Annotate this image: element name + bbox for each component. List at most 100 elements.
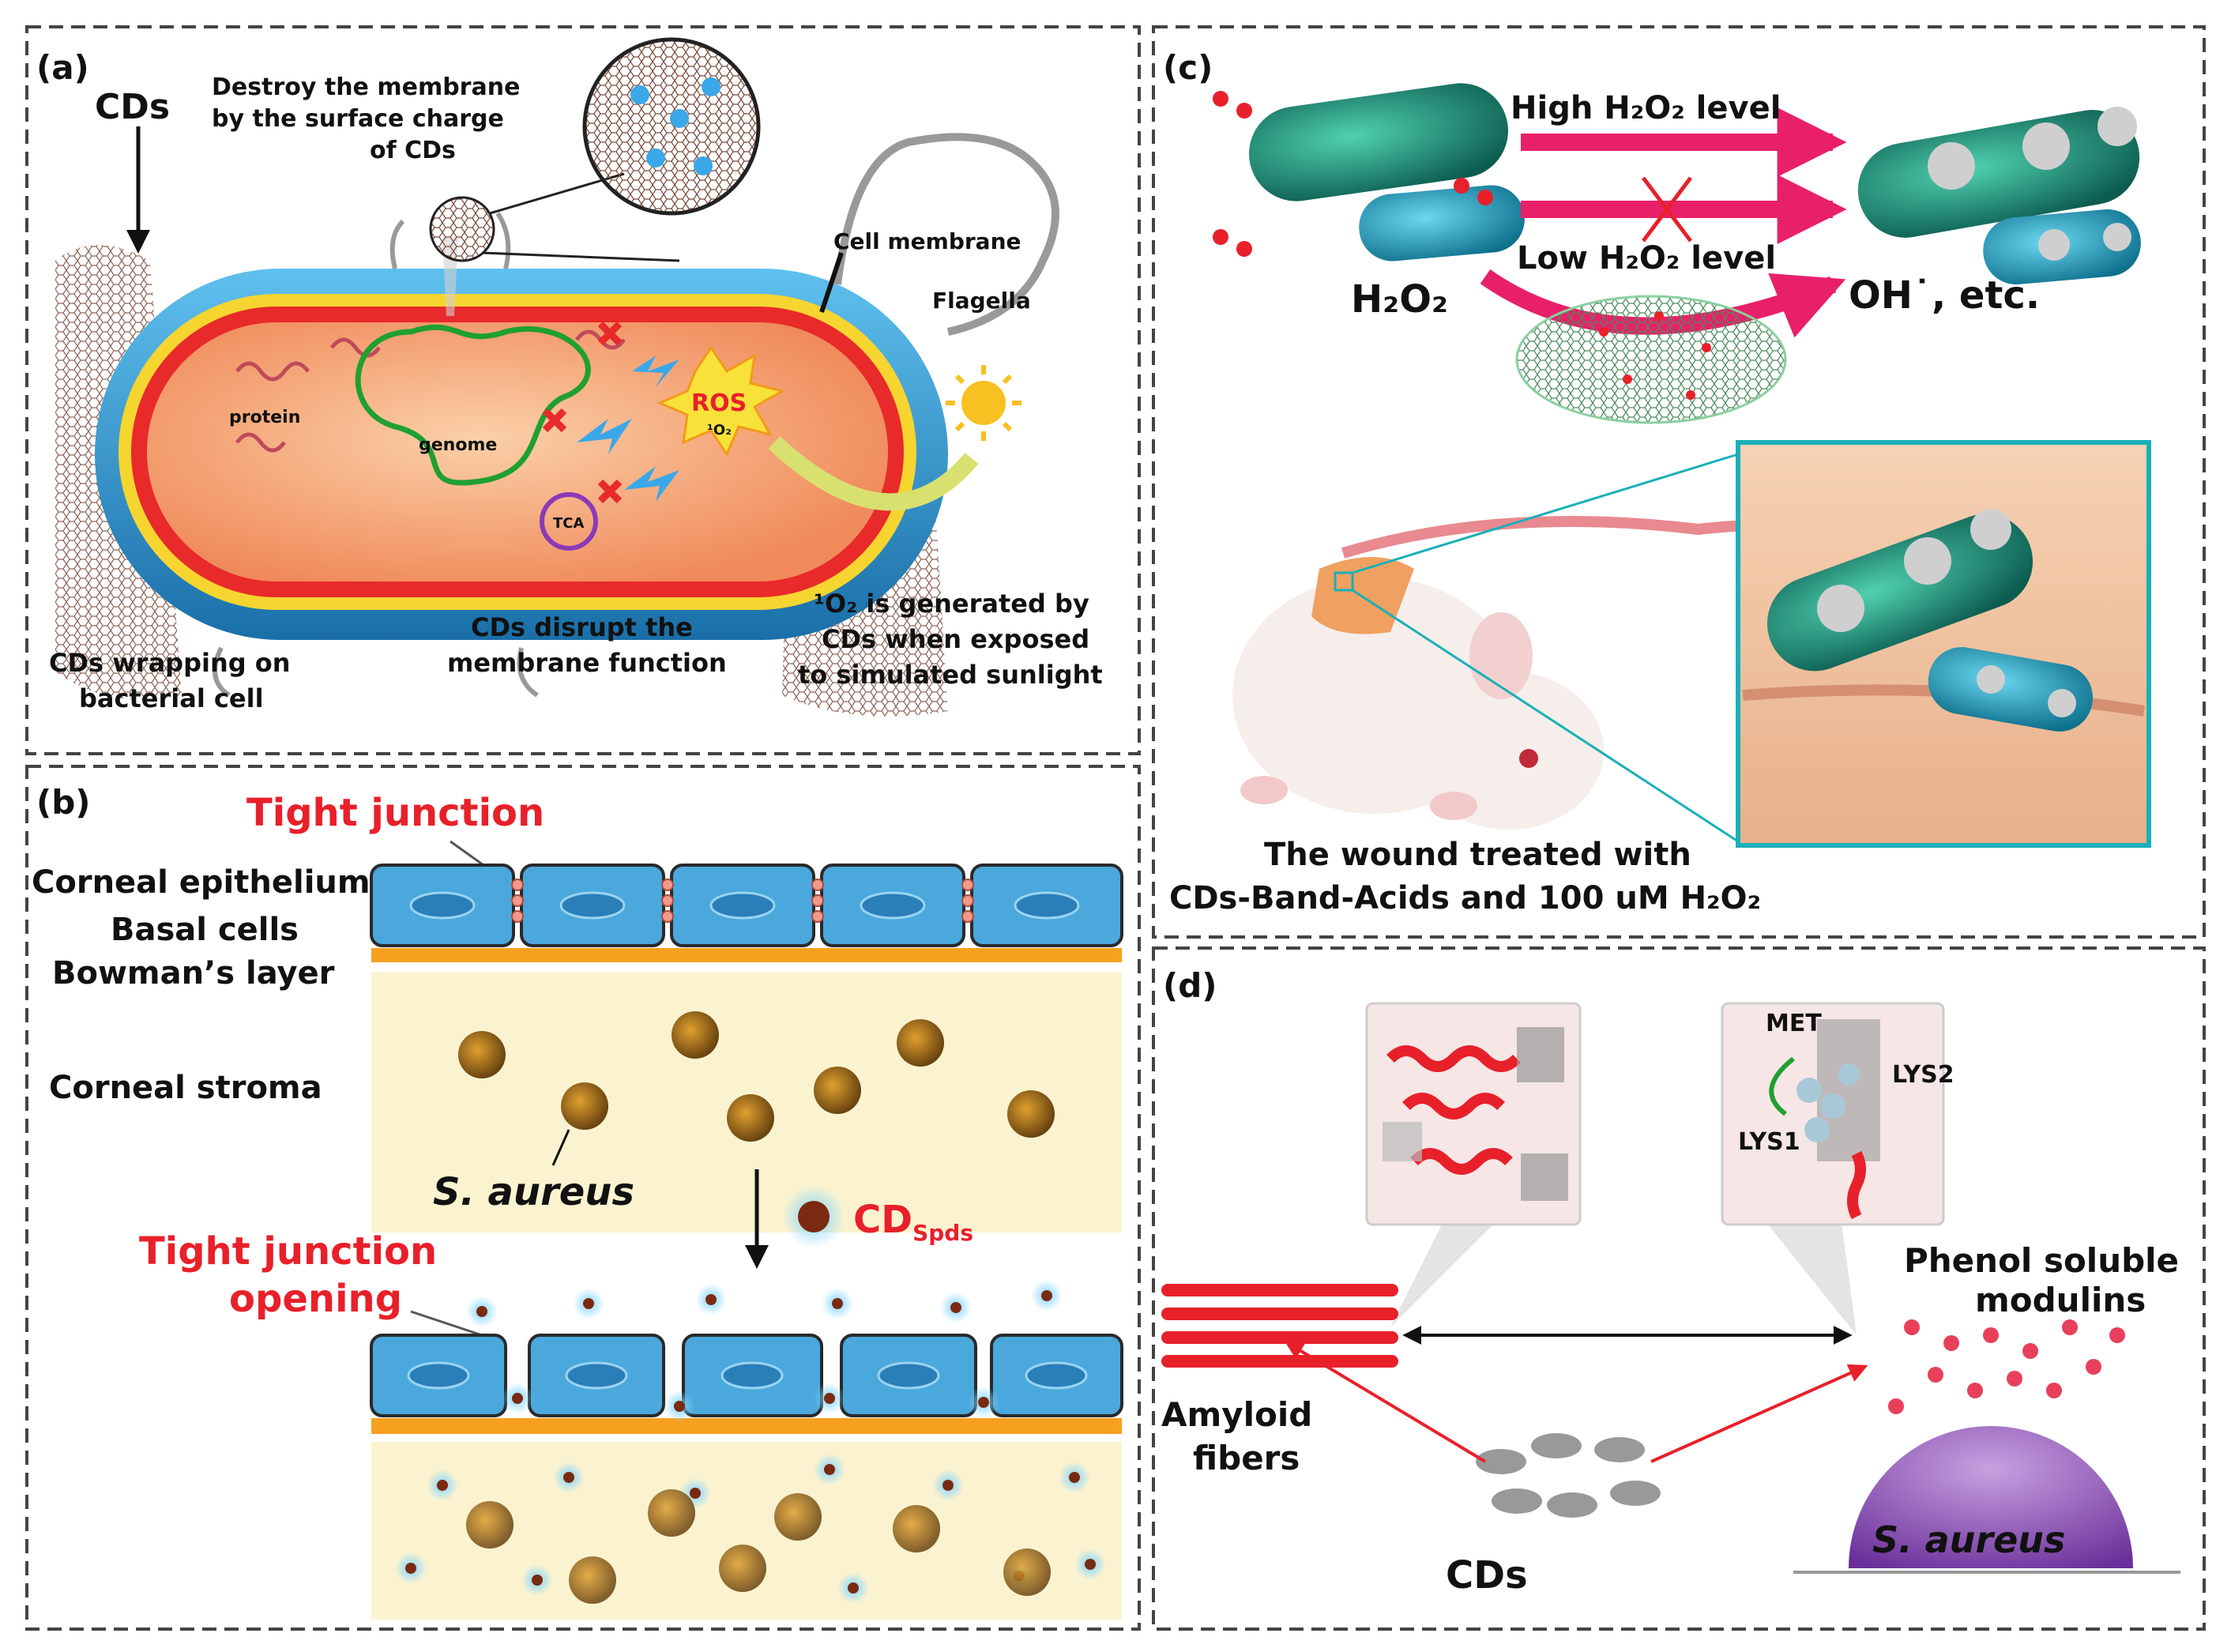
binding-loop <box>1769 1056 1795 1116</box>
corneal-epithelium-label: Corneal epithelium <box>32 864 371 901</box>
zoom-line-top <box>1352 453 1739 574</box>
tca-cycle-icon <box>540 492 598 551</box>
panel-d: (d) MET LYS2 LYS1 <box>1161 966 2180 1597</box>
wound-text-2: CDs-Band-Acids and 100 uM H₂O₂ <box>1169 880 1761 916</box>
panel-b: (b) Tight junction <box>32 783 1123 1620</box>
epithelium-cells-top <box>370 864 1123 947</box>
destroy-text-3: of CDs <box>370 137 456 164</box>
sunlight-arrow <box>768 435 979 511</box>
ros-burst-icon <box>657 345 785 457</box>
mouse-illustration <box>1232 516 1826 830</box>
o2-text-2: CDs when exposed <box>822 624 1089 654</box>
cds-d-label: CDs <box>1446 1553 1528 1597</box>
panel-d-frame <box>1152 946 2206 1631</box>
panel-b-frame <box>25 765 1141 1631</box>
inset2-beam <box>1762 1217 1857 1335</box>
panel-a-label: (a) <box>36 48 89 87</box>
wound-text-1: The wound treated with <box>1264 837 1691 873</box>
basal-cells-label: Basal cells <box>111 912 299 948</box>
inhibit-x-icons <box>542 321 623 504</box>
bowmans-layer-label: Bowman’s layer <box>52 955 335 992</box>
sun-icon <box>946 365 1021 441</box>
cell-membrane-pointer <box>819 252 844 313</box>
helix-ribbon-2 <box>1847 1150 1866 1220</box>
o2-text-1: ¹O₂ is generated by <box>814 589 1089 619</box>
oh-etc-label: OH˙, etc. <box>1849 273 2040 318</box>
helix-ribbons-1 <box>1386 1045 1521 1175</box>
surface-charge-dots <box>630 77 720 175</box>
panel-c: (c) High H₂O₂ le <box>1163 48 2151 916</box>
binding-spheres <box>1796 1063 1860 1142</box>
zoom-line-2 <box>481 251 680 262</box>
flagella-line <box>833 133 1059 336</box>
panel-a: (a) protein genome <box>36 37 1103 717</box>
lys2-label: LYS2 <box>1892 1061 1954 1089</box>
bacteria-treated <box>1857 107 2141 285</box>
pili-3 <box>213 646 231 698</box>
cd-particles <box>1476 1433 1661 1518</box>
wrap-text-1: CDs wrapping on <box>49 648 291 678</box>
cd-zoom-large <box>582 37 761 216</box>
wrap-text-2: bacterial cell <box>79 683 264 713</box>
tight-junction-beads <box>511 879 974 923</box>
o2-text-3: to simulated sunlight <box>798 660 1103 690</box>
singlet-o2-label: ¹O₂ <box>707 422 732 438</box>
pili-1 <box>389 219 405 269</box>
tca-label: TCA <box>553 515 584 532</box>
s-aureus-colony <box>1849 1426 2133 1568</box>
cd-spds-icon <box>798 1201 830 1232</box>
panel-c-label: (c) <box>1163 48 1213 87</box>
tight-junction-label: Tight junction <box>246 791 544 835</box>
inhibit-fiber-arrow <box>1284 1341 1487 1463</box>
met-label: MET <box>1766 1010 1822 1037</box>
s-aureus-label: S. aureus <box>433 1170 634 1214</box>
panel-b-label: (b) <box>36 783 90 822</box>
lys1-label: LYS1 <box>1738 1128 1800 1156</box>
psm-text-2: modulins <box>1975 1281 2146 1319</box>
s-aureus-colony-label: S. aureus <box>1872 1518 2065 1561</box>
panel-d-label: (d) <box>1163 966 1217 1005</box>
blocked-x-icon <box>1642 176 1692 243</box>
ros-bolt-icons <box>577 356 679 502</box>
genome-icon <box>355 324 591 486</box>
h2o2-molecule-icons <box>1213 91 1493 257</box>
psm-peptides <box>1888 1319 2125 1414</box>
inhibit-psm-arrow <box>1650 1364 1868 1463</box>
panel-a-frame <box>25 25 1141 755</box>
pili-2 <box>495 212 511 269</box>
destroy-text-2: by the surface charge <box>212 105 504 133</box>
cd-model-inset2 <box>1817 1019 1880 1161</box>
psm-text-1: Phenol soluble <box>1904 1241 2179 1280</box>
epithelium-cells-bottom <box>370 1334 1123 1417</box>
panel-c-frame <box>1152 25 2206 939</box>
low-h2o2-label: Low H₂O₂ level <box>1517 240 1776 277</box>
cd-spds-label: CDSpds <box>853 1198 973 1246</box>
inset1-beam <box>1390 1217 1501 1327</box>
disrupt-text-2: membrane function <box>447 648 727 678</box>
zoom-box-small <box>1334 571 1354 592</box>
s-aureus-cells-top <box>458 1011 1055 1142</box>
amyloid-text-1: Amyloid <box>1161 1395 1312 1434</box>
cd-zoom-small <box>429 196 495 262</box>
cd-nanozyme-sheet <box>1515 295 1787 424</box>
genome-label: genome <box>419 435 497 455</box>
cds-label: CDs <box>95 87 170 127</box>
opening-text-1: Tight junction <box>139 1229 437 1274</box>
protein-label: protein <box>229 408 300 427</box>
h2o2-label: H₂O₂ <box>1351 277 1448 322</box>
bacteria-on-skin <box>1766 509 2094 732</box>
amyloid-fiber <box>1161 1284 1398 1368</box>
s-aureus-cells-bottom <box>466 1489 1051 1604</box>
ros-label: ROS <box>691 389 747 417</box>
opening-text-2: opening <box>229 1277 402 1321</box>
disrupt-text-1: CDs disrupt the <box>471 612 693 642</box>
cd-models-inset1 <box>1383 1027 1568 1201</box>
amyloid-text-2: fibers <box>1193 1439 1300 1477</box>
zoom-line-bottom <box>1352 589 1739 843</box>
cd-nanozyme-dots <box>1599 311 1711 400</box>
bowman-layer-top <box>371 948 1122 962</box>
high-h2o2-label: High H₂O₂ level <box>1511 90 1781 126</box>
destroy-text-1: Destroy the membrane <box>212 73 520 101</box>
bowman-layer-bottom <box>371 1418 1122 1434</box>
